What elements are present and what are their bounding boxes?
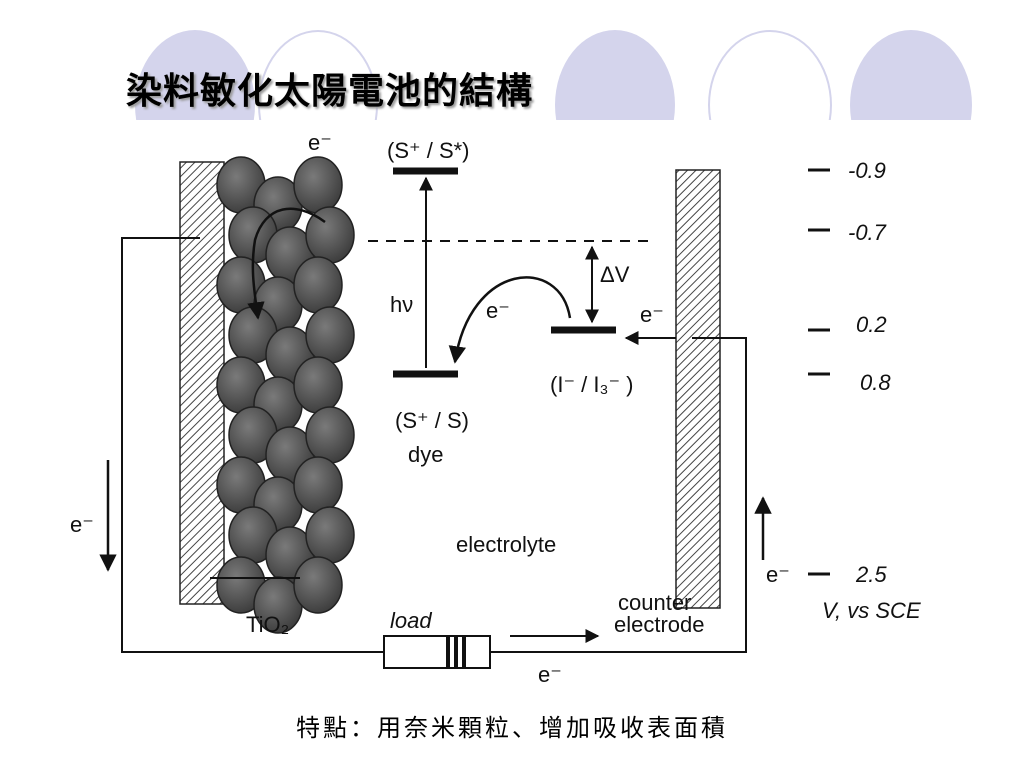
tio2-particle <box>293 256 343 314</box>
electrolyte-label: electrolyte <box>456 532 556 557</box>
load-band-1 <box>446 637 450 667</box>
electrode-label: electrode <box>614 612 705 637</box>
tio2-particle <box>293 556 343 614</box>
tio2-nanoparticles <box>216 156 355 634</box>
scale-tick-label: 2.5 <box>855 562 887 587</box>
e-middle-label: e⁻ <box>486 298 510 323</box>
counter-electrode <box>675 169 721 609</box>
iodide-label: (I⁻ / I₃⁻ ) <box>550 372 634 397</box>
tio2-particle <box>293 156 343 214</box>
external-circuit-left <box>121 237 384 653</box>
tio2-particle <box>293 456 343 514</box>
e-bottom-label: e⁻ <box>538 662 562 687</box>
external-circuit-right <box>490 337 747 653</box>
tio2-particle <box>305 506 355 564</box>
e-counter-label: e⁻ <box>640 302 664 327</box>
tio2-particle <box>293 356 343 414</box>
tio2-label: TiO₂ <box>246 612 289 637</box>
scale-tick-label: -0.7 <box>848 220 887 245</box>
potential-scale: -0.9 -0.7 0.2 0.8 2.5 V, vs SCE <box>808 158 921 623</box>
counter-label: counter <box>618 590 691 615</box>
dye-label: dye <box>408 442 443 467</box>
scale-tick-label: 0.8 <box>860 370 891 395</box>
delta-v-label: ΔV <box>600 262 630 287</box>
e-right-label: e⁻ <box>766 562 790 587</box>
page-title: 染料敏化太陽電池的結構 <box>126 70 534 112</box>
regeneration-arrow <box>448 276 572 364</box>
dssc-diagram: e⁻ (S⁺ / S*) hν e⁻ ΔV e⁻ (I⁻ / I₃⁻ ) (S⁺… <box>70 130 921 687</box>
tio2-particle <box>305 306 355 364</box>
e-left-label: e⁻ <box>70 512 94 537</box>
excited-state-label: (S⁺ / S*) <box>387 138 470 163</box>
ground-state-label: (S⁺ / S) <box>395 408 469 433</box>
scale-tick-label: 0.2 <box>856 312 887 337</box>
scale-unit-label: V, vs SCE <box>822 598 921 623</box>
injection-arrow <box>247 207 326 320</box>
h-nu-label: hν <box>390 292 413 317</box>
load-band-2 <box>454 637 458 667</box>
load-label: load <box>390 608 432 633</box>
decor-mask <box>0 120 1024 190</box>
e-top-label: e⁻ <box>308 130 332 155</box>
load-resistor <box>383 635 491 669</box>
caption: 特點：用奈米顆粒、增加吸收表面積 <box>296 714 728 742</box>
tio2-particle <box>305 406 355 464</box>
load-band-3 <box>462 637 466 667</box>
scale-tick-label: -0.9 <box>848 158 886 183</box>
